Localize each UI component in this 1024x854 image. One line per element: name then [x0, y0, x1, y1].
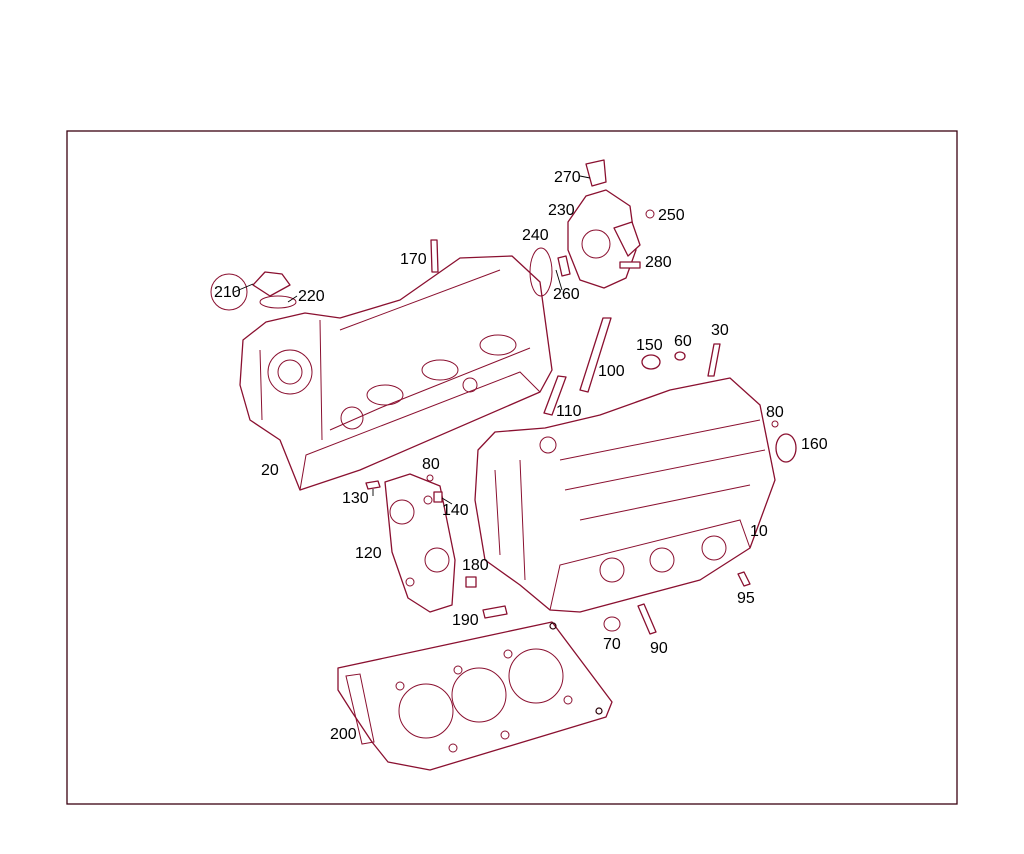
part-seal-220 [259, 295, 297, 309]
part-ring-80-right [771, 420, 779, 428]
callout-160: 160 [801, 436, 828, 453]
callout-230: 230 [548, 202, 575, 219]
part-pin-95 [737, 571, 751, 587]
callout-30: 30 [711, 322, 729, 339]
part-bolt-260 [557, 255, 571, 277]
callout-95: 95 [737, 590, 755, 607]
callout-190: 190 [452, 612, 479, 629]
part-plug-60 [674, 351, 686, 361]
callout-180: 180 [462, 557, 489, 574]
part-pin-90 [637, 603, 657, 635]
part-cap-160 [775, 433, 797, 463]
callout-100: 100 [598, 363, 625, 380]
callout-20: 20 [261, 462, 279, 479]
part-bolt-30 [707, 343, 721, 377]
part-pin-190 [482, 605, 508, 619]
callout-80-left: 80 [422, 456, 440, 473]
part-bolt-110 [543, 375, 567, 416]
part-ring-80-left [426, 474, 434, 482]
part-sleeve-180 [465, 576, 477, 588]
callout-220: 220 [298, 288, 325, 305]
part-bolt-170 [430, 239, 439, 273]
part-ring-250 [645, 209, 655, 219]
part-ring-70 [603, 616, 621, 632]
callout-120: 120 [355, 545, 382, 562]
part-seal-ring-240 [529, 247, 553, 297]
callout-280: 280 [645, 254, 672, 271]
part-housing-230 [567, 189, 641, 289]
callout-10: 10 [750, 523, 768, 540]
part-bolt-130 [365, 480, 381, 490]
part-head-gasket [337, 621, 613, 771]
callout-70: 70 [603, 636, 621, 653]
callout-250: 250 [658, 207, 685, 224]
callout-140: 140 [442, 502, 469, 519]
callout-60: 60 [674, 333, 692, 350]
part-cover-plate [384, 473, 456, 613]
part-sleeve-140 [433, 491, 443, 503]
callout-270: 270 [554, 169, 581, 186]
callout-130: 130 [342, 490, 369, 507]
callout-260: 260 [553, 286, 580, 303]
part-bolt-280 [619, 261, 641, 269]
part-cap-210 [210, 271, 291, 311]
callout-110: 110 [556, 403, 582, 420]
callout-210: 210 [214, 284, 241, 301]
callout-200: 200 [330, 726, 357, 743]
diagram-frame [66, 130, 958, 805]
part-cylinder-head-right [474, 377, 776, 613]
callout-90: 90 [650, 640, 668, 657]
part-bolt-100 [579, 317, 612, 393]
callout-240: 240 [522, 227, 549, 244]
part-plug-150 [641, 354, 661, 370]
part-cylinder-head-left [239, 255, 553, 491]
part-sensor-270 [585, 159, 607, 187]
callout-170: 170 [400, 251, 427, 268]
callout-150: 150 [636, 337, 663, 354]
callout-80-right: 80 [766, 404, 784, 421]
